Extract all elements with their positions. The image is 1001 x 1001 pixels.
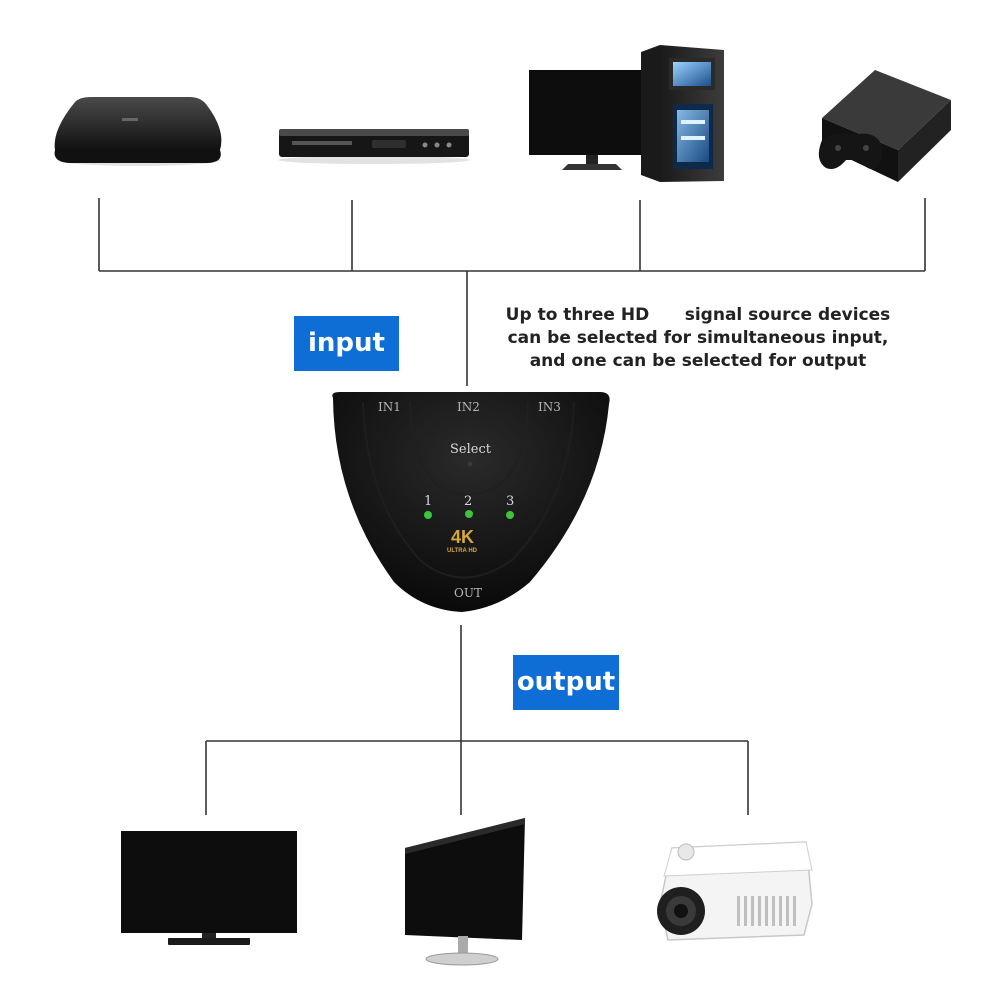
port-label-in3: IN3: [538, 400, 561, 414]
led-label-2: 2: [464, 494, 472, 509]
caption-line-2: can be selected for simultaneous input,: [507, 328, 889, 348]
input-badge: input: [294, 316, 399, 371]
caption-line-1: Up to three HD signal source devices: [505, 305, 891, 325]
led-1-icon: [424, 511, 432, 519]
desktop-computer-icon: [529, 45, 724, 182]
port-label-in1: IN1: [378, 400, 401, 414]
led-2-icon: [465, 510, 473, 518]
caption-line-3: and one can be selected for output: [529, 351, 867, 371]
led-3-icon: [506, 511, 514, 519]
select-button[interactable]: [467, 461, 473, 467]
dvd-player-icon: [278, 129, 470, 164]
led-label-1: 1: [424, 494, 432, 509]
hdmi-switch: IN1 IN2 IN3 Select 1 2 3 4K ULTRA HD OUT: [332, 392, 610, 612]
output-badge: output: [513, 655, 619, 710]
monitor-icon: [405, 818, 525, 966]
game-console-icon: [818, 70, 951, 182]
led-label-3: 3: [506, 494, 514, 509]
port-label-in2: IN2: [457, 400, 480, 414]
set-top-box-icon: [54, 97, 222, 166]
description-caption: Up to three HD signal source devices can…: [488, 304, 908, 373]
flat-tv-icon: [121, 831, 297, 945]
select-label: Select: [450, 442, 492, 457]
input-wires: [98, 198, 926, 386]
logo-4k: 4K: [451, 527, 474, 547]
projector-icon: [657, 841, 813, 941]
port-label-out: OUT: [454, 586, 482, 600]
logo-ultra-hd: ULTRA HD: [447, 548, 478, 554]
output-wires: [205, 625, 749, 815]
